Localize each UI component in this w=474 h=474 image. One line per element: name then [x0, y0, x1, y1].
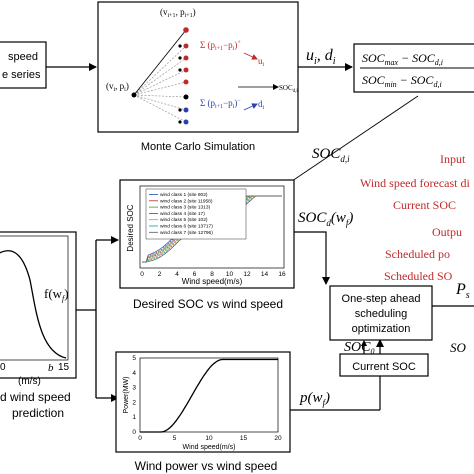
soc-right-label: SO	[450, 340, 467, 355]
power-xtick-label: 0	[138, 435, 142, 442]
time-series-box	[0, 41, 47, 89]
prediction-func-label: f(wf)	[44, 286, 69, 303]
optimizer-line2: scheduling	[355, 308, 408, 320]
monte-carlo-points-up	[183, 27, 189, 85]
sum-negative-label: Σ (pi+1−pi)−	[200, 98, 241, 110]
soc-legend-entry: wind class 1 (site 902)	[160, 192, 208, 198]
soc-legend-entry: wind class 6 (site 13717)	[160, 224, 213, 230]
soc-xtick-label: 12	[243, 271, 251, 278]
power-xtick-label: 5	[173, 435, 177, 442]
monte-carlo-caption: Monte Carlo Simulation	[141, 141, 255, 153]
soc-xtick-label: 8	[210, 271, 214, 278]
power-xtick-label: 10	[205, 435, 213, 442]
power-curve-caption: Wind power vs wind speed	[135, 459, 278, 473]
power-xlabel: Wind speed(m/s)	[183, 444, 236, 451]
power-yticks: 0 1 2 3 4 5	[132, 355, 136, 436]
ps-label: Ps	[455, 281, 470, 301]
soc-ylabel: Desired SOC	[126, 204, 135, 251]
prediction-title-1: d wind speed	[0, 390, 71, 404]
soc0-label: SOC0	[344, 340, 374, 356]
soc-xlabel: Wind speed(m/s)	[182, 277, 243, 286]
prediction-curve	[0, 250, 67, 359]
u-d-label: ui, di	[306, 47, 336, 67]
optimizer-box	[329, 285, 433, 341]
optimizer-line1: One-step ahead	[342, 293, 421, 305]
right-output-label: Outpu	[432, 225, 462, 239]
soc-xtick-label: 2	[158, 271, 162, 278]
origin-point	[131, 92, 137, 98]
right-input-label: Input	[440, 152, 466, 166]
right-current-soc-label: Current SOC	[393, 198, 456, 212]
soc-legend-entry: wind class 4 (site 17)	[160, 211, 205, 217]
soc-xticks: 0 2 4 6 8 10 12 14 16	[140, 271, 286, 278]
power-ytick-label: 3	[132, 385, 136, 392]
soc-di-label: SOCd,i	[312, 146, 350, 164]
soc-xtick-label: 6	[193, 271, 197, 278]
monte-carlo-points-gray	[178, 44, 189, 124]
optimizer-line3: optimization	[352, 323, 411, 335]
d-label-small: di	[258, 99, 265, 111]
arrow-to-u	[243, 52, 258, 60]
formula-denominator: SOCmin − SOCd,i	[362, 73, 442, 89]
power-xtick-label: 20	[274, 435, 282, 442]
soc-xtick-label: 16	[278, 271, 286, 278]
power-ytick-label: 2	[132, 399, 136, 406]
soc-small-label: SOCd,i	[279, 84, 298, 94]
prediction-x0: 0	[0, 362, 6, 373]
soc-legend-entry: wind class 5 (site 102)	[160, 217, 208, 223]
power-ytick-label: 4	[132, 370, 136, 377]
u-label-small: ui	[258, 56, 265, 68]
right-scheduled-soc-label: Scheduled SO	[384, 269, 453, 283]
current-soc-box-label: Current SOC	[352, 361, 416, 373]
monte-carlo-box	[97, 1, 299, 133]
right-forecast-label: Wind speed forecast di	[360, 176, 470, 190]
prediction-xlabel: (m/s)	[18, 376, 41, 387]
time-series-line2: e series	[2, 69, 41, 81]
soc-legend-entry: wind class 2 (site 11958)	[160, 198, 213, 204]
power-ytick-label: 1	[132, 414, 136, 421]
ray-to-top-point	[133, 29, 187, 96]
right-scheduled-power-label: Scheduled po	[385, 247, 450, 261]
top-point-marker	[183, 27, 189, 33]
soc-legend-entry: wind class 7 (site 12796)	[160, 230, 213, 236]
origin-label: (vi, pi)	[106, 81, 129, 93]
top-point-label: (vi+1, pi+1)	[160, 7, 196, 19]
sum-positive-label: Σ (pi+1−pi)+	[200, 40, 241, 52]
prediction-x15: 15	[58, 362, 70, 373]
current-soc-box	[339, 353, 429, 377]
soc-xtick-label: 0	[140, 271, 144, 278]
prediction-b-label: b	[48, 362, 54, 374]
soc-legend-box	[145, 188, 247, 240]
power-plot-area	[139, 357, 279, 433]
soc-xtick-label: 4	[175, 271, 179, 278]
soc-func-label: SOCd(wf)	[298, 210, 353, 228]
soc-xtick-label: 14	[261, 271, 269, 278]
prediction-title-2: prediction	[12, 406, 64, 420]
time-series-line1: speed	[8, 51, 38, 63]
arrow-soc-to-optimizer	[294, 231, 330, 285]
arrow-to-d	[243, 103, 258, 111]
power-ytick-label: 5	[132, 355, 136, 362]
power-ytick-label: 0	[132, 429, 136, 436]
soc-xtick-label: 10	[226, 271, 234, 278]
soc-legend: wind class 1 (site 902)wind class 2 (sit…	[145, 188, 247, 240]
power-xticks: 0 5 10 15 20	[138, 435, 282, 442]
monte-carlo-points-down	[183, 107, 189, 125]
power-func-label: p(wf)	[299, 390, 330, 408]
monte-carlo-rays	[133, 29, 187, 123]
power-ylabel: Power(MW)	[123, 377, 130, 414]
formula-numerator: SOCmax − SOCd,i	[362, 51, 443, 67]
power-curve	[140, 358, 278, 433]
soc-legend-entry: wind class 3 (site 1313)	[160, 205, 211, 211]
power-xtick-label: 15	[240, 435, 248, 442]
soc-curve-caption: Desired SOC vs wind speed	[133, 297, 283, 311]
